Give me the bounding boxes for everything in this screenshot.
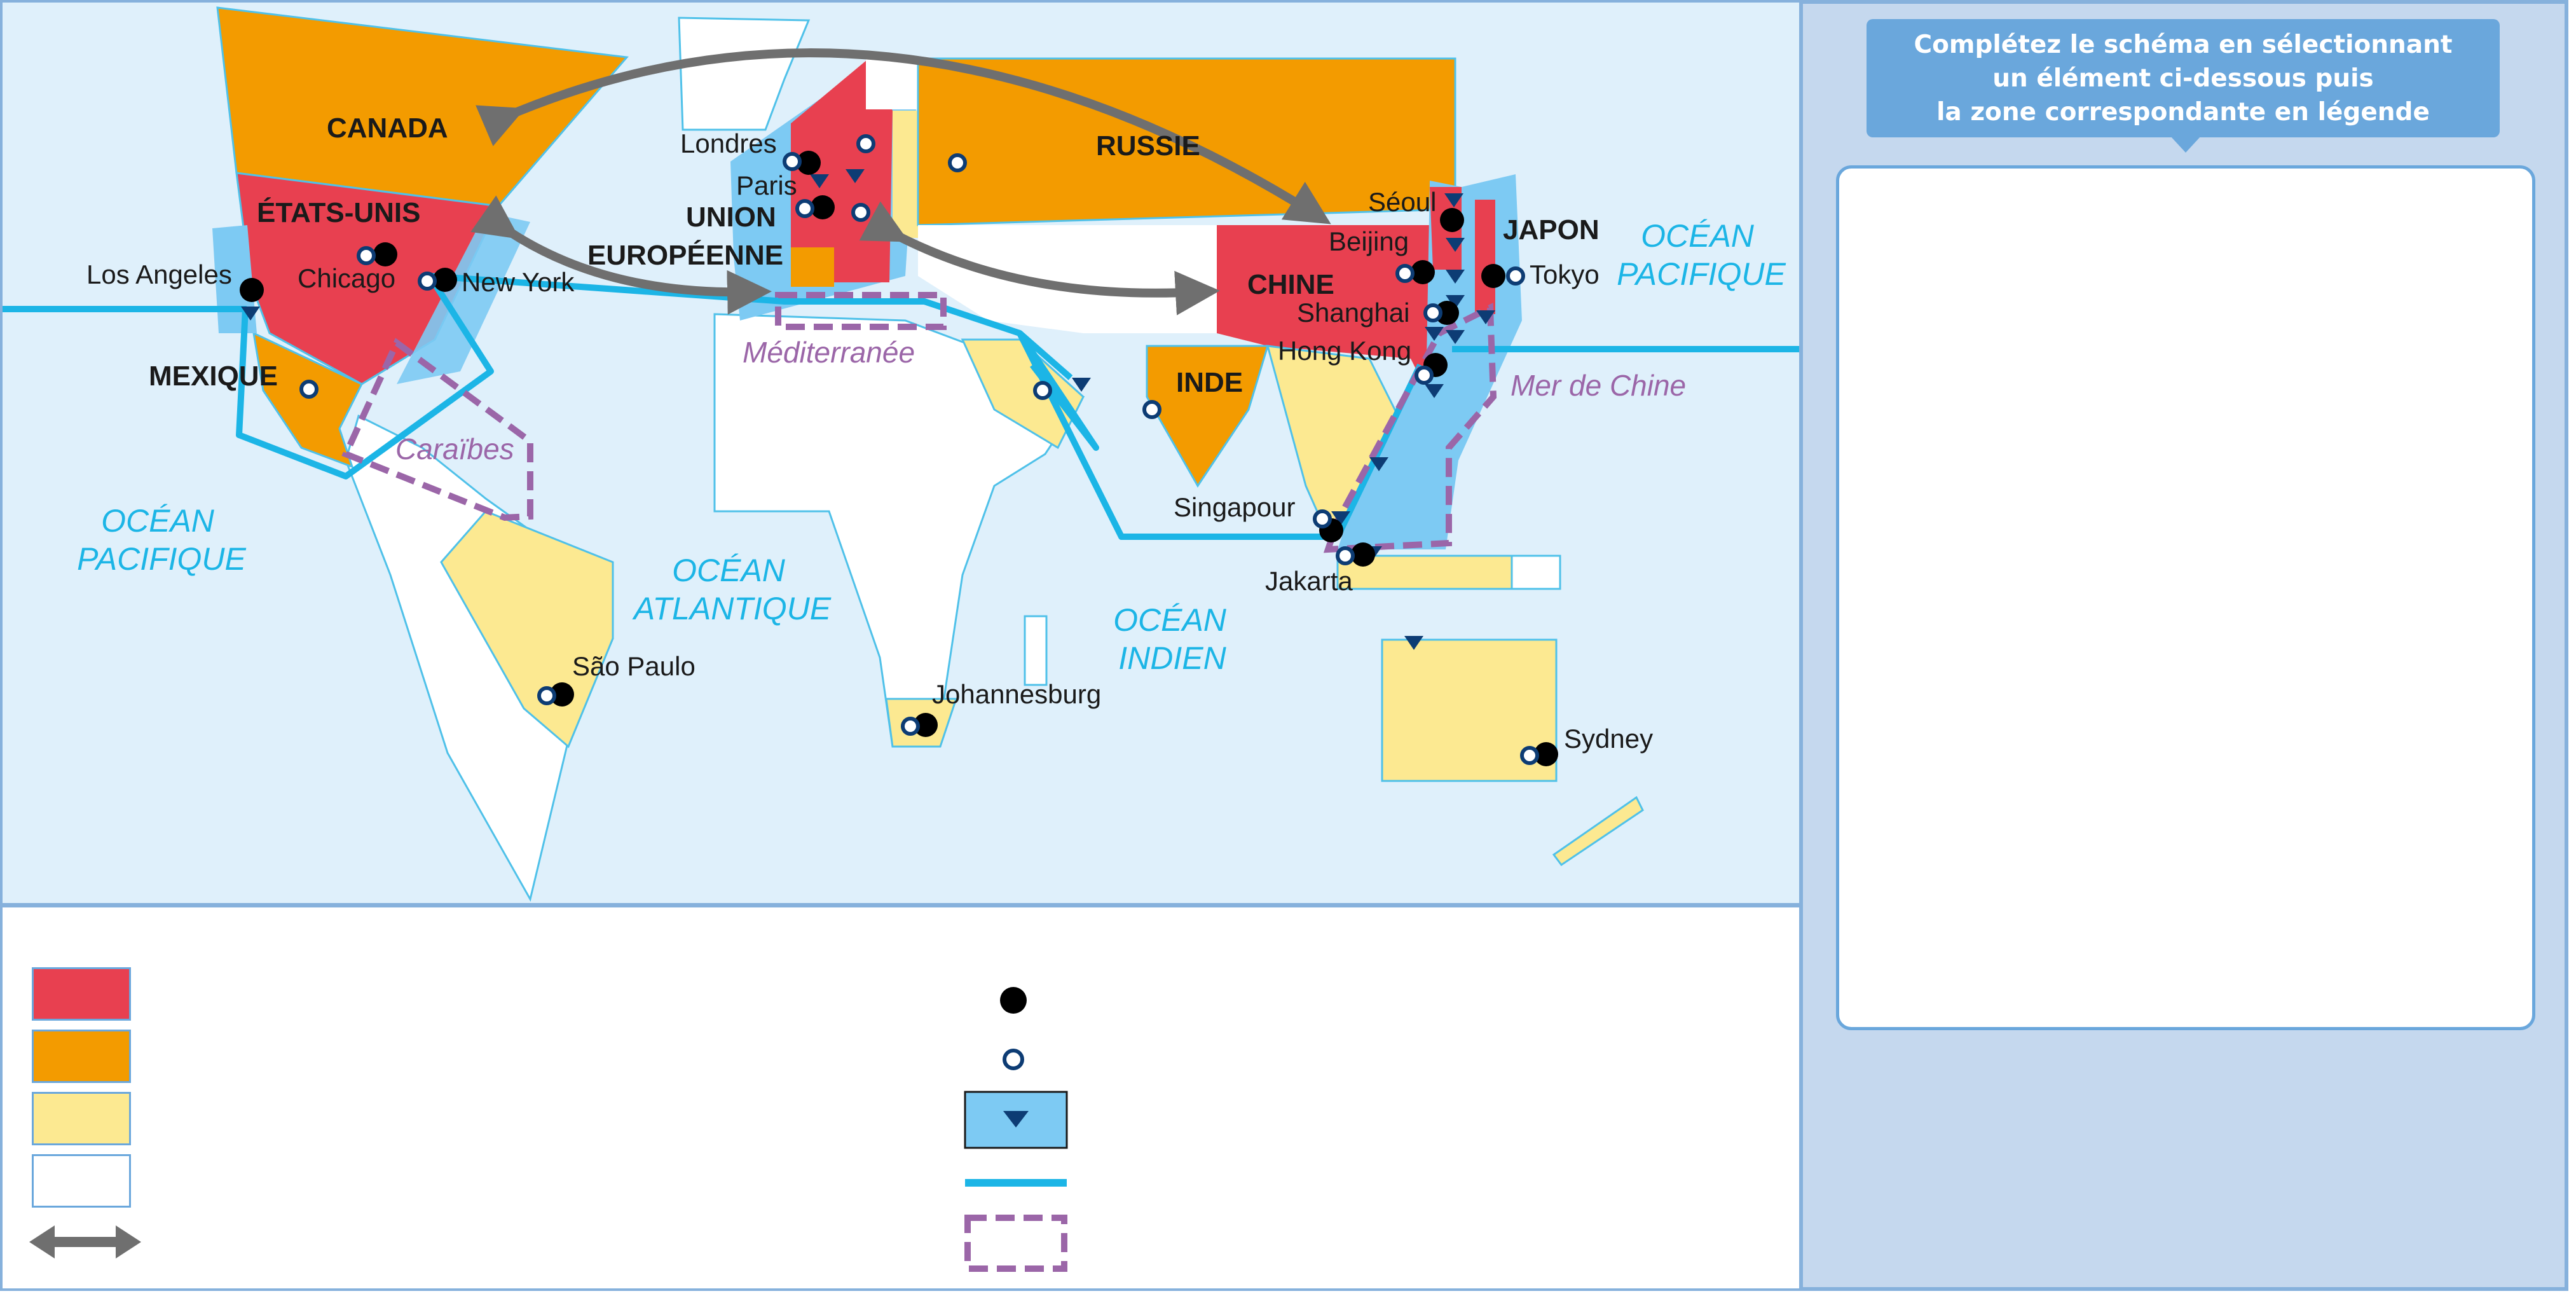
legend-core-swatch[interactable] (32, 967, 131, 1021)
label-ocean-indian-2: INDIEN (1118, 640, 1226, 676)
indonesia-strip[interactable] (1336, 555, 1513, 590)
label-ue-2: EUROPÉENNE (587, 239, 783, 271)
legend-maritime-facade-icon[interactable] (964, 1091, 1068, 1149)
flow-eu-asia (859, 201, 1220, 315)
india-region[interactable] (1146, 345, 1270, 488)
legend-maritime-route-line-icon[interactable] (965, 1173, 1067, 1192)
label-ocean-pacific-e1: OCÉAN (1641, 218, 1755, 254)
madagascar-land[interactable] (1024, 615, 1048, 686)
japan-region[interactable] (1475, 200, 1495, 314)
legend-major-swatch[interactable] (32, 1030, 131, 1083)
answer-drop-zone[interactable] (1836, 165, 2535, 1030)
new-zealand-land[interactable] (1552, 796, 1644, 867)
mexico-region[interactable] (252, 331, 364, 469)
label-canada: CANADA (327, 113, 448, 144)
world-map: CANADA ÉTATS-UNIS MEXIQUE UNION EUROPÉEN… (0, 0, 1802, 906)
label-shanghai: Shanghai (1297, 298, 1410, 328)
label-los-angeles: Los Angeles (86, 259, 232, 289)
eu-white-patch[interactable] (866, 59, 918, 109)
legend (0, 906, 1802, 1291)
label-japon: JAPON (1503, 214, 1600, 245)
label-ocean-atlantic-1: OCÉAN (672, 553, 786, 588)
label-londres: Londres (680, 128, 777, 158)
metropolises (299, 134, 1539, 765)
legend-flows-double-arrow-icon[interactable] (28, 1223, 142, 1261)
label-ue-1: UNION (686, 202, 776, 233)
legend-metropolis-dot-icon[interactable] (997, 1044, 1029, 1075)
scandinavia-land[interactable] (678, 17, 811, 131)
global-cities (240, 151, 1558, 766)
exercise-panel: Complétez le schéma en sélectionnant un … (1799, 0, 2568, 1291)
label-johannesburg: Johannesburg (932, 679, 1101, 709)
legend-strait-dashed-icon[interactable] (964, 1214, 1068, 1272)
flow-usa-eu (470, 195, 772, 315)
label-ocean-atlantic-2: ATLANTIQUE (632, 591, 832, 626)
label-usa: ÉTATS-UNIS (257, 197, 420, 228)
flows (470, 48, 1331, 315)
label-paris: Paris (736, 170, 797, 200)
label-chine: CHINE (1247, 269, 1334, 300)
label-inde: INDE (1176, 367, 1243, 398)
label-mexique: MEXIQUE (149, 361, 278, 392)
label-mer-de-chine: Mer de Chine (1511, 369, 1686, 402)
indonesia-white[interactable] (1511, 555, 1561, 590)
middle-east-region[interactable] (961, 338, 1085, 450)
legend-emerging-swatch[interactable] (32, 1092, 131, 1145)
label-ocean-indian-1: OCÉAN (1113, 602, 1227, 638)
instruction-banner: Complétez le schéma en sélectionnant un … (1867, 19, 2500, 137)
label-russie: RUSSIE (1096, 130, 1200, 162)
label-chicago: Chicago (298, 263, 395, 293)
port-markers (241, 169, 1495, 650)
label-jakarta: Jakarta (1265, 566, 1353, 596)
legend-global-city-dot-icon[interactable] (994, 981, 1032, 1019)
legend-periphery-swatch[interactable] (32, 1154, 131, 1208)
label-sao-paulo: São Paulo (572, 651, 695, 681)
label-ocean-pacific-w2: PACIFIQUE (77, 541, 246, 577)
label-seoul: Séoul (1368, 187, 1436, 217)
label-ocean-pacific-w1: OCÉAN (101, 503, 215, 539)
label-mediterranee: Méditerranée (743, 336, 915, 369)
canada-region[interactable] (216, 6, 629, 207)
instruction-pointer-icon (2170, 136, 2201, 153)
eu-south-orange[interactable] (791, 247, 834, 287)
eu-east-yellow[interactable] (893, 111, 921, 238)
flow-usa-asia (476, 48, 1331, 224)
caraibes-strait (341, 338, 533, 521)
label-ocean-pacific-e2: PACIFIQUE (1617, 256, 1786, 292)
label-tokyo: Tokyo (1530, 259, 1600, 289)
label-beijing: Beijing (1329, 226, 1409, 256)
label-hong-kong: Hong Kong (1278, 336, 1411, 366)
label-new-york: New York (462, 267, 575, 297)
label-sydney: Sydney (1564, 724, 1653, 754)
label-caraibes: Caraïbes (395, 432, 514, 465)
label-singapour: Singapour (1174, 492, 1295, 522)
